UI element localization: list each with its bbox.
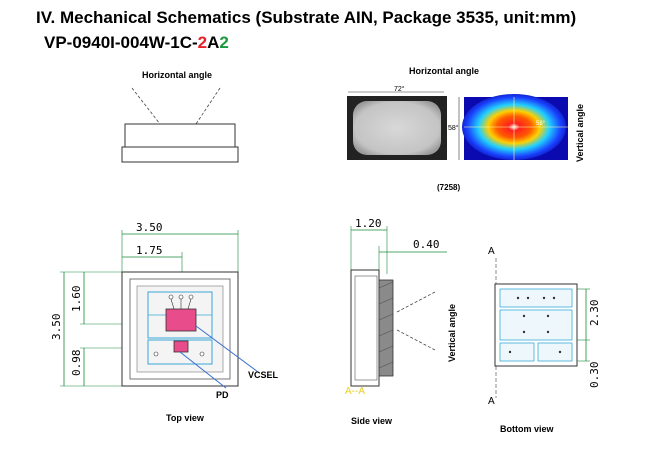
bond-pad-4 <box>153 351 159 357</box>
via-8 <box>546 330 550 334</box>
via-6 <box>546 314 550 318</box>
hatch-2 <box>378 297 394 305</box>
beam-h-angle: 72° <box>394 85 405 93</box>
pd-pointer-line <box>179 351 227 389</box>
bond-pad-2 <box>178 294 184 300</box>
via-7 <box>522 330 526 334</box>
dim-width-label: 3.50 <box>136 221 163 234</box>
side-view-drawing: 1.20 0.40 Vertical angle A--A Side view <box>345 217 457 426</box>
side-view-caption: Side view <box>351 416 393 426</box>
via-2 <box>526 296 530 300</box>
part-number: VP-0940I-004W-1C-2A2 <box>44 33 229 53</box>
top-view-drawing: 3.50 1.75 3.50 1.60 0.98 VCSEL PD Top vi… <box>50 221 279 423</box>
hatch-6 <box>378 361 394 369</box>
section-marker-bottom: A <box>488 396 495 407</box>
beam-v-angle: 58° <box>448 124 459 132</box>
bottom-pad-right <box>537 342 573 362</box>
part-number-red-digit: 2 <box>197 33 208 52</box>
pd-chip <box>173 340 189 353</box>
side-lens-hatched <box>378 279 394 377</box>
beam-horizontal-label: Horizontal angle <box>409 66 479 76</box>
beam-profile-figure: Horizontal angle 72° 58° 58° (7258) Vert… <box>347 66 585 192</box>
part-number-prefix: VP-0940I-004W-1C- <box>44 33 198 52</box>
dim-098-label: 0.98 <box>70 350 83 377</box>
via-9 <box>508 350 512 354</box>
dim-230-label: 2.30 <box>588 300 601 327</box>
top-view-caption: Top view <box>166 413 205 423</box>
hatch-1 <box>378 281 394 289</box>
part-number-letter: A <box>207 33 220 52</box>
bond-wire-1 <box>170 298 175 310</box>
bottom-pad-top <box>499 288 573 308</box>
via-1 <box>516 296 520 300</box>
page-title: IV. Mechanical Schematics (Substrate AIN… <box>36 8 577 27</box>
trace-lower-pad <box>147 339 213 365</box>
dim-160-label: 1.60 <box>70 286 83 313</box>
angle-diagram: Horizontal angle <box>121 70 239 163</box>
hatch-5 <box>378 345 394 353</box>
part-number-green-digit: 2 <box>219 33 229 52</box>
via-3 <box>542 296 546 300</box>
via-4 <box>552 296 556 300</box>
bond-pad-3 <box>188 294 194 300</box>
side-substrate-inner <box>354 275 378 381</box>
hatch-3 <box>378 313 394 321</box>
beam-caption: (7258) <box>437 183 460 192</box>
bottom-view-drawing: A A 2.30 0.30 Bottom view <box>488 246 601 434</box>
beam-vertical-label: Vertical angle <box>575 104 585 162</box>
heatmap-v-angle: 58° <box>536 121 546 127</box>
side-vertical-label: Vertical angle <box>447 304 457 362</box>
dim-half-label: 1.75 <box>136 244 163 257</box>
bottom-pad-center <box>499 309 573 341</box>
bond-pad-1 <box>168 294 174 300</box>
dim-120-label: 1.20 <box>355 217 382 230</box>
bottom-view-caption: Bottom view <box>500 424 555 434</box>
angle-diagram-label: Horizontal angle <box>142 70 212 80</box>
section-marker-top: A <box>488 246 495 257</box>
bond-pad-5 <box>199 351 205 357</box>
vcsel-label: VCSEL <box>248 370 279 380</box>
vcsel-chip <box>165 308 197 332</box>
dim-height-label: 3.50 <box>50 314 63 341</box>
angle-dashed-line-left <box>131 87 161 125</box>
package-upper-body <box>124 123 236 148</box>
bond-wire-3 <box>187 298 192 310</box>
via-5 <box>522 314 526 318</box>
dim-030-label: 0.30 <box>588 362 601 389</box>
section-label: A--A <box>345 386 365 397</box>
side-angle-dashed-lower <box>396 329 436 351</box>
pd-label: PD <box>216 390 229 400</box>
angle-dashed-line-right <box>195 87 221 125</box>
package-base <box>121 146 239 163</box>
side-angle-dashed-upper <box>396 291 436 313</box>
far-field-image <box>353 101 441 155</box>
dim-040-label: 0.40 <box>413 238 440 251</box>
via-10 <box>558 350 562 354</box>
bottom-pad-left <box>499 342 535 362</box>
vcsel-pointer-line <box>195 325 259 373</box>
hatch-4 <box>378 329 394 337</box>
